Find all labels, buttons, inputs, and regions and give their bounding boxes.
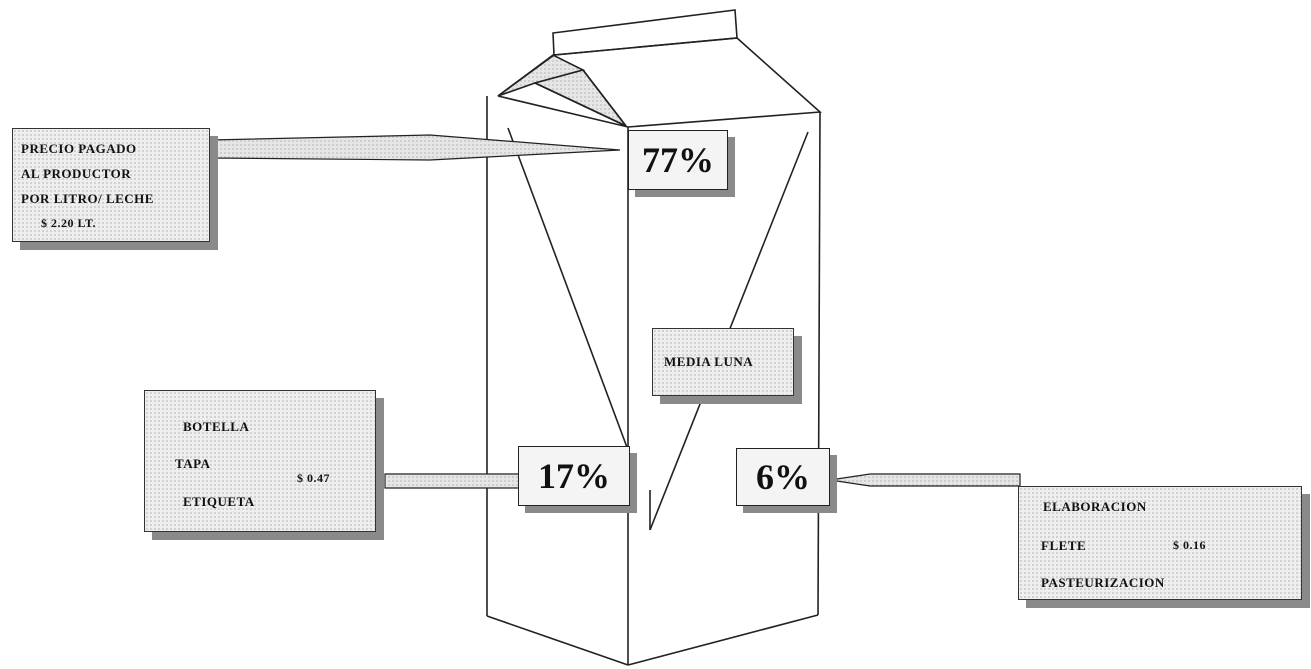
producer-line-1: PRECIO PAGADO: [21, 141, 137, 156]
percentage-processing: 6%: [736, 448, 830, 506]
producer-line-4: $ 2.20 LT.: [41, 216, 97, 230]
percentage-packaging: 17%: [518, 446, 630, 506]
packaging-cost-box: BOTELLA TAPA $ 0.47 ETIQUETA: [144, 390, 376, 532]
producer-price-box: PRECIO PAGADO AL PRODUCTOR POR LITRO/ LE…: [12, 128, 210, 242]
packaging-item-etiqueta: ETIQUETA: [183, 494, 255, 509]
percentage-producer: 77%: [628, 130, 728, 190]
media-luna-label-box: MEDIA LUNA: [652, 328, 794, 396]
producer-line-2: AL PRODUCTOR: [21, 166, 132, 181]
packaging-cost: $ 0.47: [297, 471, 330, 485]
packaging-arrow: [384, 473, 532, 489]
packaging-item-tapa: TAPA: [175, 456, 211, 471]
producer-arrow: [209, 134, 621, 161]
processing-item-elaboracion: ELABORACION: [1043, 499, 1147, 514]
milk-carton: [486, 9, 822, 666]
processing-item-flete: FLETE: [1041, 538, 1087, 553]
carton-top-fin: [552, 9, 738, 56]
producer-line-3: POR LITRO/ LECHE: [21, 191, 154, 206]
processing-item-pasteurizacion: PASTEURIZACION: [1041, 575, 1165, 590]
media-luna-label: MEDIA LUNA: [664, 354, 754, 369]
processing-arrow: [829, 473, 1021, 487]
packaging-item-botella: BOTELLA: [183, 419, 250, 434]
processing-cost: $ 0.16: [1173, 538, 1206, 552]
processing-cost-box: ELABORACION FLETE $ 0.16 PASTEURIZACION: [1018, 486, 1302, 600]
